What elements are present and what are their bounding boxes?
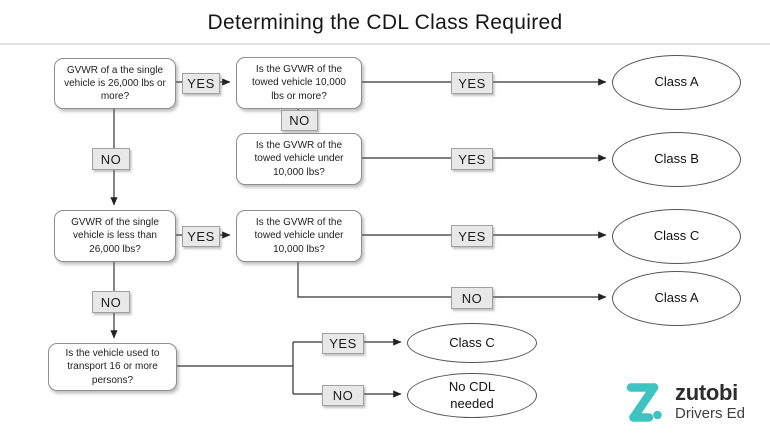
outcome-class-c-bottom: Class C [407,323,537,363]
decision-box-towed-under-10000-lower: Is the GVWR of the towed vehicle under 1… [236,210,362,262]
no-label: NO [322,385,364,406]
yes-label: YES [182,73,220,94]
yes-label: YES [322,333,364,354]
no-label: NO [451,287,493,309]
outcome-no-cdl-needed: No CDL needed [407,373,537,418]
decision-text: Is the vehicle used to transport 16 or m… [65,348,160,386]
decision-text: Is the GVWR of the towed vehicle under 1… [254,140,344,178]
decision-text: Is the GVWR of the towed vehicle 10,000 … [252,64,346,102]
outcome-class-a-mid: Class A [612,271,741,326]
outcome-text: Class A [654,290,699,306]
zutobi-mark-dot [653,410,662,420]
decision-text: Is the GVWR of the towed vehicle under 1… [254,217,344,255]
decision-box-transport-16-persons: Is the vehicle used to transport 16 or m… [48,343,177,391]
no-label: NO [92,291,130,313]
yes-label: YES [451,148,493,170]
outcome-class-b: Class B [612,132,741,187]
decision-text: GVWR of a the single vehicle is 26,000 l… [64,64,166,103]
outcome-text: Class C [653,228,700,244]
outcome-text: No CDL needed [448,379,496,411]
logo-subtitle: Drivers Ed [675,405,746,422]
yes-label: YES [182,226,220,247]
outcome-text: Class B [654,151,699,167]
zutobi-logo: zutobi Drivers Ed [626,382,745,423]
no-label: NO [92,148,130,170]
title-divider [0,43,770,45]
page-title: Determining the CDL Class Required [207,11,563,34]
decision-box-gvwr-single-less-26000: GVWR of the single vehicle is less than … [54,210,176,262]
outcome-text: Class A [654,74,699,90]
outcome-class-c: Class C [612,209,741,264]
outcome-text: Class C [449,334,495,350]
logo-brand: zutobi [675,380,738,405]
decision-box-gvwr-single-26000-or-more: GVWR of a the single vehicle is 26,000 l… [54,58,176,109]
yes-label: YES [451,72,493,94]
logo-text: zutobi Drivers Ed [675,380,746,422]
no-label: NO [281,110,318,131]
yes-label: YES [451,225,493,247]
zutobi-mark-icon [626,383,662,422]
decision-box-towed-under-10000-upper: Is the GVWR of the towed vehicle under 1… [236,133,362,185]
decision-text: GVWR of the single vehicle is less than … [71,217,159,255]
outcome-class-a-top: Class A [612,55,741,110]
decision-box-towed-10000-or-more: Is the GVWR of the towed vehicle 10,000 … [236,57,362,109]
